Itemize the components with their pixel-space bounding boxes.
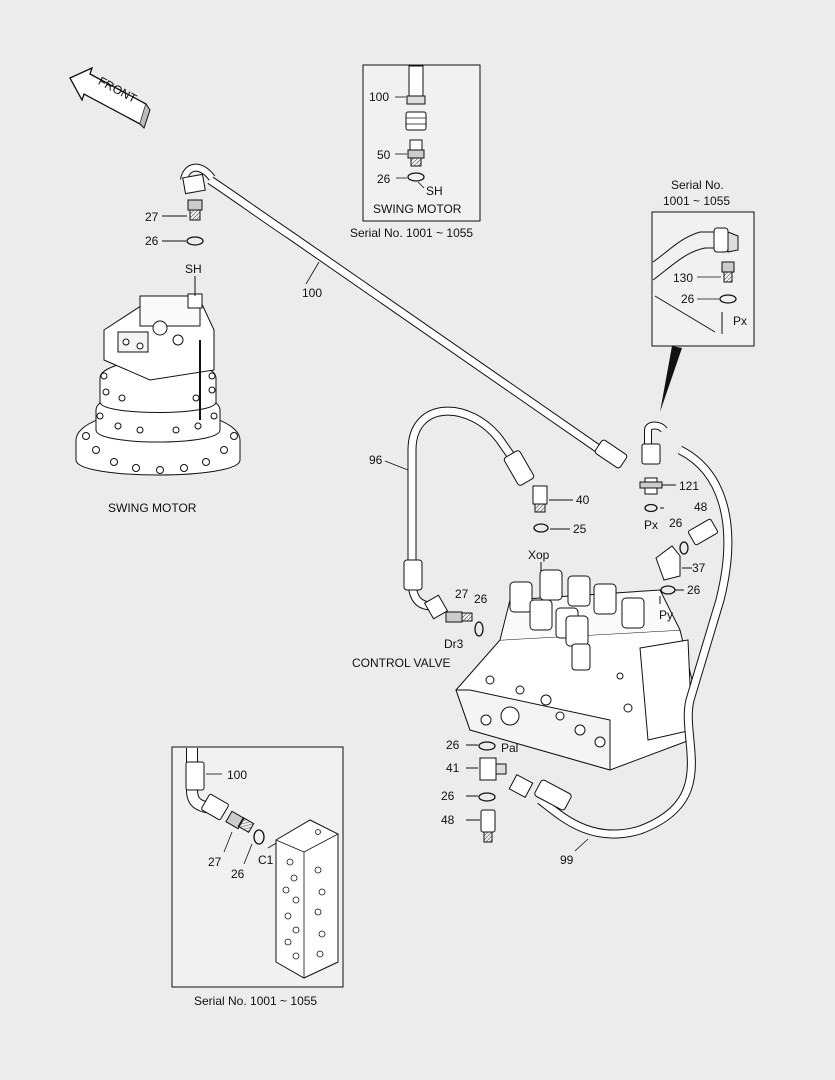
inset-right-pointer: [660, 346, 682, 412]
motor-fittings: [162, 199, 204, 296]
control-valve: [455, 569, 693, 771]
swing-motor-label: SWING MOTOR: [108, 501, 197, 515]
control-valve-label: CONTROL VALVE: [352, 656, 450, 670]
hose-96-label: 96: [369, 453, 383, 467]
inset-top-swing-motor: 100 50 26 SH SWING MOTOR: [362, 64, 481, 222]
inset-bottom-caption: Serial No. 1001 ~ 1055: [194, 994, 317, 1008]
part-121: 121: [679, 479, 699, 493]
port-xop: Xop: [528, 548, 550, 562]
fittings-pal: [466, 741, 507, 843]
part-26c: 26: [669, 516, 683, 530]
fittings-px: [639, 421, 676, 513]
inset-top-100: 100: [369, 90, 389, 104]
port-dr3: Dr3: [444, 637, 464, 651]
part-26d: 26: [687, 583, 701, 597]
port-py: Py: [659, 608, 673, 622]
front-arrow: FRONT: [69, 66, 151, 129]
port-pal: Pal: [501, 741, 518, 755]
part-26f: 26: [441, 789, 455, 803]
inset-top-50: 50: [377, 148, 391, 162]
inset-right-px-label: Px: [733, 314, 747, 328]
fittings-dr3: [423, 594, 484, 637]
inset-bottom-c1: 100 27 26 C1: [171, 746, 344, 988]
fittings-xop: [532, 485, 573, 580]
port-px: Px: [644, 518, 658, 532]
part-25: 25: [573, 522, 587, 536]
hose-99: [508, 445, 733, 852]
part-40: 40: [576, 493, 590, 507]
inset-right-26: 26: [681, 292, 695, 306]
swing-motor: [75, 293, 241, 476]
hose-100-label: 100: [302, 286, 322, 300]
part-41: 41: [446, 761, 460, 775]
motor-26: 26: [145, 234, 159, 248]
part-26b: 26: [474, 592, 488, 606]
part-26e: 26: [446, 738, 460, 752]
part-48b: 48: [441, 813, 455, 827]
inset-right-130: 130: [673, 271, 693, 285]
inset-bottom-c1-label: C1: [258, 853, 274, 867]
hose-100: [180, 163, 628, 469]
inset-top-title: SWING MOTOR: [373, 202, 462, 216]
inset-right-caption-1: Serial No.: [671, 178, 724, 192]
inset-top-sh: SH: [426, 184, 443, 198]
part-48a: 48: [694, 500, 708, 514]
inset-right-px: 130 26 Px: [651, 211, 755, 347]
part-27b: 27: [455, 587, 469, 601]
inset-top-26: 26: [377, 172, 391, 186]
inset-right-caption-2: 1001 ~ 1055: [663, 194, 730, 208]
hose-96: [384, 406, 535, 611]
part-37: 37: [692, 561, 706, 575]
inset-bottom-100: 100: [227, 768, 247, 782]
inset-top-caption: Serial No. 1001 ~ 1055: [350, 226, 473, 240]
hose-99-label: 99: [560, 853, 574, 867]
fittings-py: [655, 518, 719, 604]
inset-bottom-26: 26: [231, 867, 245, 881]
inset-bottom-27: 27: [208, 855, 222, 869]
motor-27: 27: [145, 210, 159, 224]
motor-sh: SH: [185, 262, 202, 276]
